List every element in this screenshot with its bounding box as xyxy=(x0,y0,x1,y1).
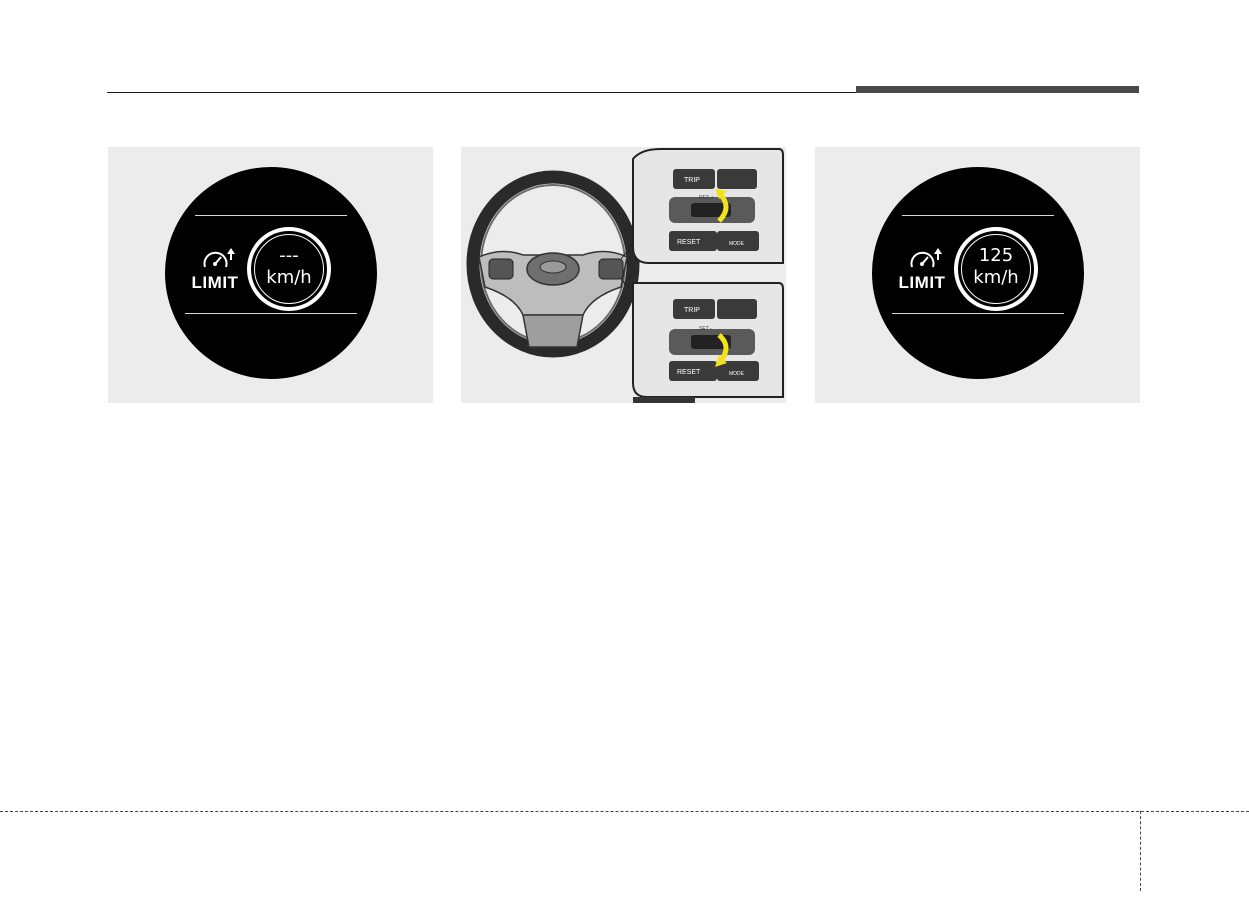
speed-unit: km/h xyxy=(958,267,1034,288)
reset-button-label-2: RESET xyxy=(677,369,701,376)
trip-button-label-2: TRIP xyxy=(684,307,700,314)
display-divider-top xyxy=(195,215,347,216)
speed-unit: km/h xyxy=(251,267,327,288)
figure-speed-limit-unset: LIMIT --- km/h xyxy=(108,147,433,403)
limit-label: LIMIT xyxy=(892,273,952,293)
speedometer-arrow-up-icon xyxy=(909,247,943,273)
speed-ring: --- km/h xyxy=(247,227,331,311)
set-label: SET - xyxy=(699,326,712,332)
display-divider-top xyxy=(902,215,1054,216)
display-divider-bottom xyxy=(892,313,1064,314)
limit-label: LIMIT xyxy=(185,273,245,293)
header-tab xyxy=(856,86,1139,93)
mode-button-label-2: MODE xyxy=(729,371,745,377)
reset-button-label: RESET xyxy=(677,239,701,246)
switch-labels: TRIP RESET MODE RES + TRIP RESET MODE SE… xyxy=(461,147,786,403)
figure-speed-limit-set: LIMIT 125 km/h xyxy=(815,147,1140,403)
display-disc: LIMIT --- km/h xyxy=(165,167,377,379)
res-label: RES + xyxy=(699,195,714,201)
speed-value: 125 xyxy=(958,245,1034,266)
footer-rule xyxy=(0,811,1249,812)
display-disc: LIMIT 125 km/h xyxy=(872,167,1084,379)
footer-divider xyxy=(1140,811,1141,891)
mode-button-label: MODE xyxy=(729,241,745,247)
speed-ring: 125 km/h xyxy=(954,227,1038,311)
figure-steering-wheel-switch: TRIP RESET MODE RES + TRIP RESET MODE SE… xyxy=(461,147,786,403)
speed-value: --- xyxy=(251,245,327,266)
display-divider-bottom xyxy=(185,313,357,314)
trip-button-label: TRIP xyxy=(684,177,700,184)
speedometer-arrow-up-icon xyxy=(202,247,236,273)
